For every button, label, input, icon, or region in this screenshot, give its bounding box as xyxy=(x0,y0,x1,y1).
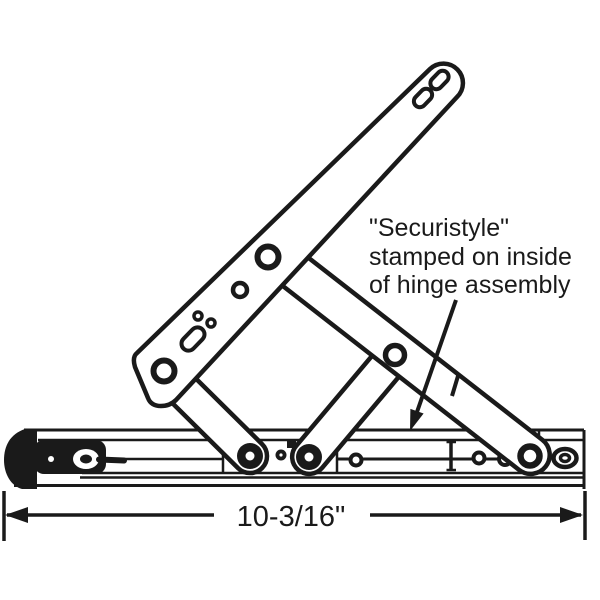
annotation-arrow-line xyxy=(415,299,458,413)
track-pivot-rivets xyxy=(237,443,322,470)
annotation-line-2: stamped on inside xyxy=(369,243,572,271)
main-arm-body xyxy=(131,61,466,409)
sliding-shoe-rivet xyxy=(517,443,543,469)
dimension: 10-3/16" xyxy=(2,491,587,541)
main-arm-pivot-hole xyxy=(254,243,282,271)
rod-eyelet-mid xyxy=(471,450,487,466)
end-cap-body xyxy=(4,429,37,489)
dimension-label: 10-3/16" xyxy=(237,501,346,533)
brace-arm-pivot-hole xyxy=(382,342,408,368)
dimension-arrowhead-left xyxy=(5,507,28,523)
annotation: "Securistyle" stamped on inside of hinge… xyxy=(369,214,572,431)
brace-arm-adjuster-screw xyxy=(450,375,460,397)
main-arm-end-pivot-hole xyxy=(150,357,178,385)
track-end-cap xyxy=(4,429,127,489)
main-arm-hole-small-1 xyxy=(192,310,204,322)
keyhole-slot-stem xyxy=(96,456,127,464)
end-cap-hole xyxy=(48,456,54,462)
main-arm-slot-lower xyxy=(179,325,207,353)
rod-eyelet-left xyxy=(348,452,364,468)
keyhole-slot-center xyxy=(80,454,92,464)
annotation-line-3: of hinge assembly xyxy=(369,271,571,299)
main-arm-slot-top xyxy=(428,68,451,92)
bracket-stop-block xyxy=(287,441,296,448)
track-end-slot-hole xyxy=(558,452,572,464)
track-rivet-hole xyxy=(279,453,283,457)
annotation-arrowhead xyxy=(410,408,424,431)
annotation-line-1: "Securistyle" xyxy=(369,214,509,242)
main-arm-hole-small-2 xyxy=(205,317,217,329)
rear-link-pivot-hole xyxy=(304,452,314,462)
main-sash-arm xyxy=(131,61,466,409)
front-link-pivot-hole xyxy=(245,451,255,461)
dimension-arrowhead-right xyxy=(560,507,583,523)
main-arm-hole-medium xyxy=(230,280,250,300)
main-arm-slot-second xyxy=(411,86,435,110)
